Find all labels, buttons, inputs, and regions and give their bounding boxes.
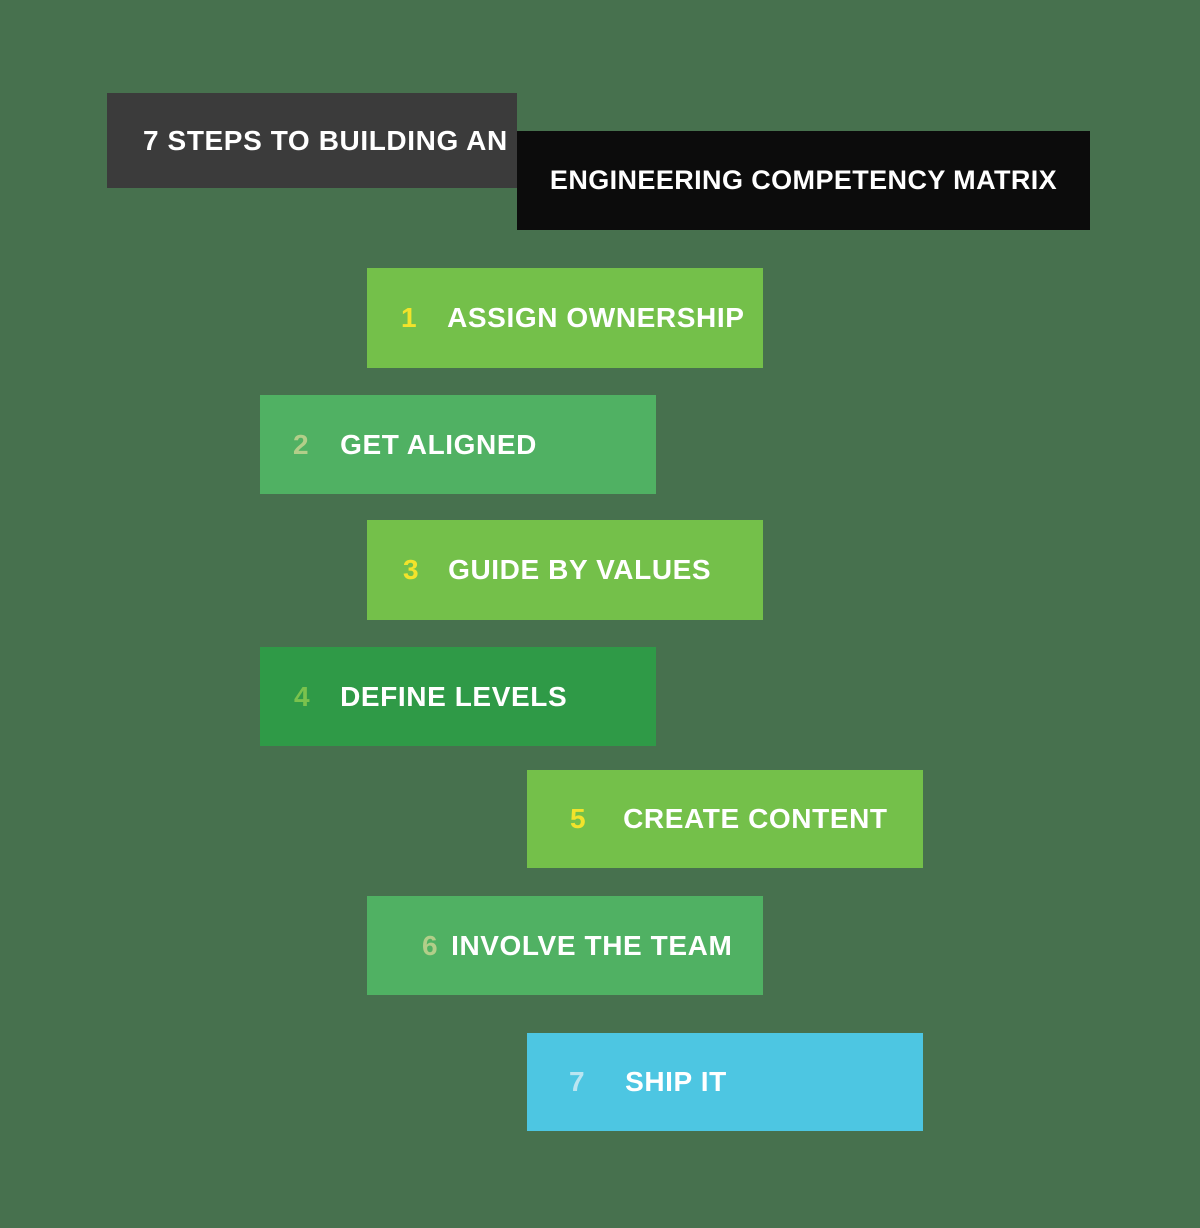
step-label: CREATE CONTENT xyxy=(623,803,888,834)
step-number: 3 xyxy=(403,554,420,585)
step-label: ASSIGN OWNERSHIP xyxy=(447,302,745,333)
step-number: 5 xyxy=(570,803,587,834)
kicker-text: 7 STEPS TO BUILDING AN xyxy=(143,124,508,156)
step-number: 6 xyxy=(422,929,439,961)
title-box: ENGINEERING COMPETENCY MATRIX xyxy=(517,131,1090,230)
step-number: 2 xyxy=(293,428,310,460)
step-number: 7 xyxy=(569,1066,586,1097)
step-bar-6: 6 INVOLVE THE TEAM xyxy=(367,896,763,995)
step-bar-2: 2 GET ALIGNED xyxy=(260,395,656,494)
step-label: SHIP IT xyxy=(625,1066,727,1097)
kicker-box: 7 STEPS TO BUILDING AN xyxy=(107,93,517,188)
step-label: GET ALIGNED xyxy=(340,428,537,460)
step-number: 4 xyxy=(294,680,311,712)
step-bar-7: 7 SHIP IT xyxy=(527,1033,923,1131)
step-bar-1: 1 ASSIGN OWNERSHIP xyxy=(367,268,763,368)
step-label: INVOLVE THE TEAM xyxy=(451,929,733,961)
step-number: 1 xyxy=(401,302,418,333)
step-label: GUIDE BY VALUES xyxy=(448,554,712,585)
page-title: ENGINEERING COMPETENCY MATRIX xyxy=(549,165,1058,195)
step-bar-4: 4 DEFINE LEVELS xyxy=(260,647,656,746)
step-bar-5: 5 CREATE CONTENT xyxy=(527,770,923,868)
step-bar-3: 3 GUIDE BY VALUES xyxy=(367,520,763,620)
step-label: DEFINE LEVELS xyxy=(340,680,568,712)
